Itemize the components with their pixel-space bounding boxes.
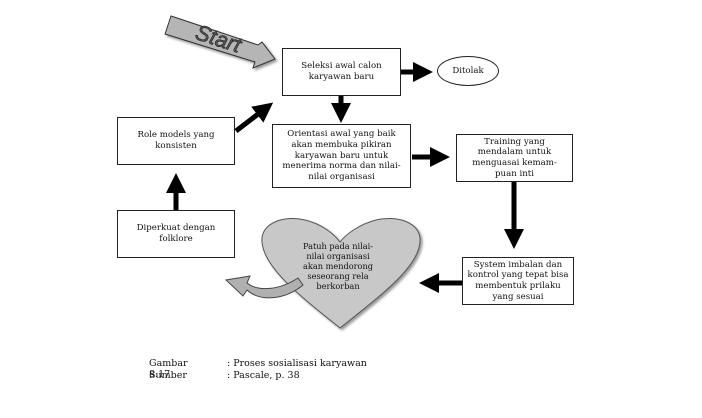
start-arrow-shape: [164, 15, 276, 69]
node-diperkuat: Diperkuat dengan folklore: [117, 210, 235, 258]
caption-figure-text: : Proses sosialisasi karyawan: [227, 358, 367, 369]
caption-source-label: Sumber: [149, 370, 187, 381]
node-orientasi: Orientasi awal yang baik akan membuka pi…: [272, 124, 411, 188]
caption-figure-label: Gambar 8.17: [149, 358, 188, 380]
caption-source-text: : Pascale, p. 38: [227, 370, 300, 381]
node-ditolak: Ditolak: [437, 56, 499, 86]
node-role-models: Role models yang konsisten: [117, 117, 235, 165]
node-orientasi-text: Orientasi awal yang baik akan membuka pi…: [282, 129, 401, 183]
node-training: Training yang mendalam untuk menguasai k…: [456, 134, 573, 182]
node-seleksi: Seleksi awal calon karyawan baru: [282, 48, 401, 96]
node-patuh-text: Patuh pada nilai- nilai organisasi akan …: [302, 241, 374, 291]
heart-shape: [261, 217, 421, 329]
node-sistem-text: System imbalan dan kontrol yang tepat bi…: [467, 259, 569, 302]
node-role-models-text: Role models yang konsisten: [137, 130, 215, 151]
node-training-text: Training yang mendalam untuk menguasai k…: [472, 136, 557, 179]
node-ditolak-text: Ditolak: [452, 66, 484, 76]
node-seleksi-text: Seleksi awal calon karyawan baru: [301, 61, 382, 82]
arrow-role-models-to-seleksi: [234, 102, 274, 133]
node-diperkuat-text: Diperkuat dengan folklore: [136, 223, 216, 244]
curved-arrow: [224, 275, 304, 299]
start-label: Start: [193, 20, 246, 58]
node-sistem: System imbalan dan kontrol yang tepat bi…: [462, 257, 574, 305]
